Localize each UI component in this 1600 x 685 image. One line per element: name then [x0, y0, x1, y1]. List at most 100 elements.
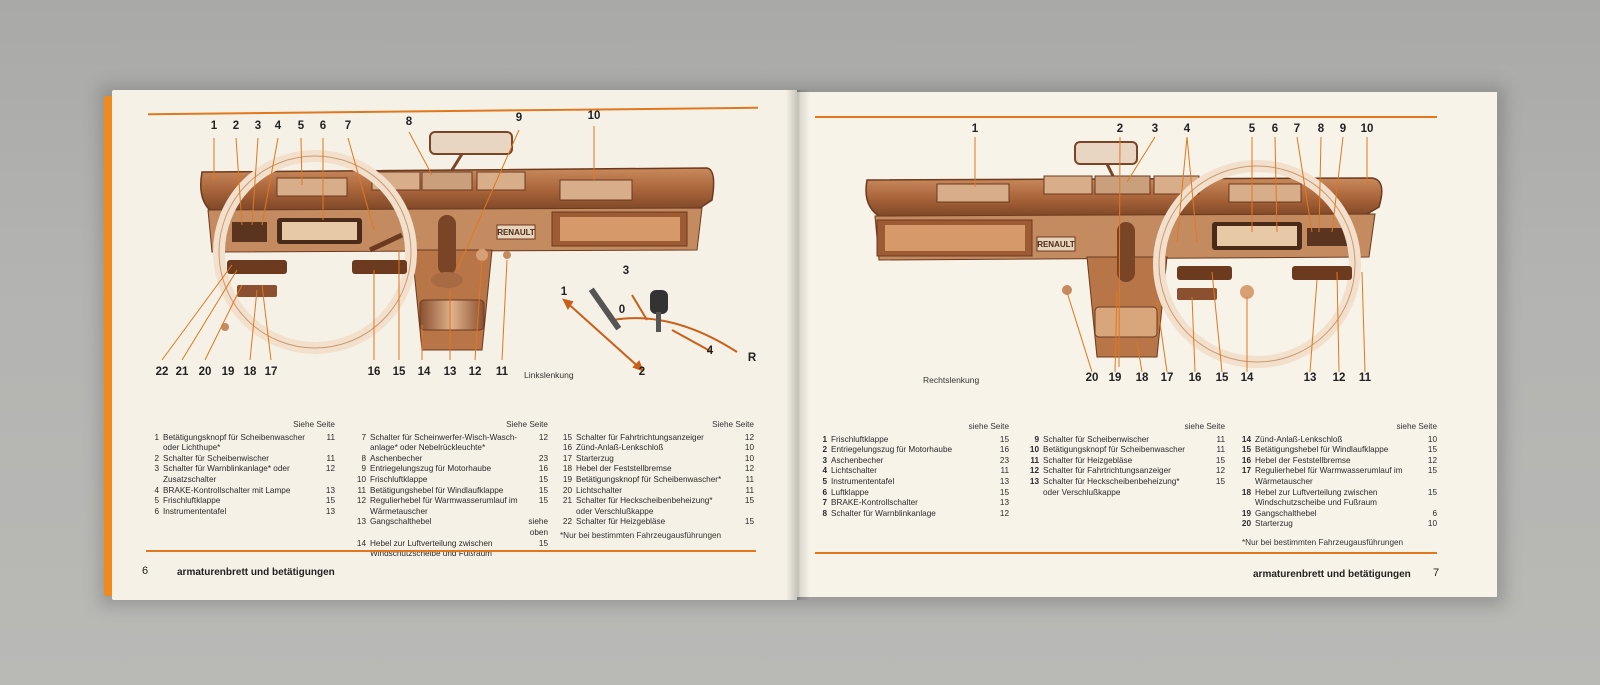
item-label: Schalter für Warnblinkanlage	[831, 508, 936, 518]
item-page: 23	[538, 453, 548, 463]
item-number: 3	[154, 464, 159, 474]
item-page: 11	[745, 485, 755, 495]
item-label: Gangschalthebel	[1255, 508, 1317, 518]
item-number: 3	[822, 455, 827, 465]
footer-title: armaturenbrett und betätigungen	[177, 567, 335, 578]
item-page: 15	[1215, 455, 1225, 465]
item-label: Hebel der Feststellbremse	[576, 464, 672, 474]
item-label: Schalter für Fahrtrichtungsanzeiger	[576, 432, 704, 442]
item-number: 12	[1029, 466, 1039, 476]
callout-number-18: 18	[243, 366, 257, 378]
item-number: 9	[1034, 434, 1039, 444]
item-number: 5	[822, 476, 827, 486]
item-label: Schalter für Scheinwerfer-Wisch-Wasch-an…	[370, 432, 518, 453]
item-label: Schalter für Scheibenwischer	[1043, 434, 1150, 444]
item-page: 12	[744, 464, 754, 474]
item-label: Hebel zur Luftverteilung zwischen Windsc…	[370, 538, 493, 559]
item-page: 12	[1427, 455, 1437, 465]
callout-number-5: 5	[297, 120, 305, 132]
callout-number-16: 16	[1188, 372, 1202, 384]
item-page: 11	[1000, 466, 1010, 476]
item-label: Starterzug	[1255, 519, 1293, 529]
item-label: Schalter für Scheibenwischer	[163, 453, 270, 463]
item-number: 14	[1241, 434, 1251, 444]
callout-number-2: 2	[232, 120, 240, 132]
callout-number-1: 1	[210, 120, 218, 132]
item-page: 16	[538, 464, 548, 474]
item-page: 15	[538, 538, 548, 548]
item-number: 10	[356, 474, 366, 484]
item-page: 16	[999, 445, 1009, 455]
item-page: 12	[1215, 466, 1225, 476]
item-number: 19	[1241, 508, 1251, 518]
item-label: Frischluftklappe	[831, 434, 889, 444]
item-label: Schalter für Heizgebläse	[1043, 455, 1133, 465]
item-number: 6	[822, 487, 827, 497]
callout-number-19: 19	[221, 366, 235, 378]
bottom-rule	[146, 550, 756, 552]
dashboard-illustration-rhd: RENAULT	[865, 136, 1383, 373]
item-page: 15	[538, 496, 548, 506]
footnote: *Nur bei bestimmten Fahrzeugausführungen	[560, 531, 722, 540]
gear-label-1: 1	[560, 286, 568, 298]
item-label: Starterzug	[576, 453, 614, 463]
callout-number-12: 12	[1332, 372, 1346, 384]
item-page: 12	[744, 432, 754, 442]
gear-label-3: 3	[622, 265, 630, 277]
callout-number-13: 13	[443, 366, 457, 378]
gear-label-4: 4	[706, 345, 714, 357]
item-page: 10	[1427, 434, 1437, 444]
item-page: 12	[325, 464, 335, 474]
caption-rhd: Rechtslenkung	[923, 375, 980, 385]
callout-number-15: 15	[392, 366, 406, 378]
item-label: Lichtschalter	[831, 466, 877, 476]
item-label: Schalter für Warnblinkanlage* oder Zusat…	[163, 464, 290, 484]
footer-title: armaturenbrett und betätigungen	[1253, 569, 1411, 580]
item-page: 15	[744, 517, 754, 527]
callout-number-11: 11	[495, 366, 509, 378]
item-page: 13	[999, 476, 1009, 486]
item-label: Betätigungsknopf für Scheibenwascher	[1043, 445, 1186, 455]
callout-number-14: 14	[1240, 372, 1254, 384]
callout-number-6: 6	[1271, 123, 1279, 135]
item-label: Entriegelungszug für Motorhaube	[831, 445, 953, 455]
callout-number-10: 10	[587, 110, 601, 122]
item-page: 15	[1427, 466, 1437, 476]
callout-number-16: 16	[367, 366, 381, 378]
item-page: 12	[538, 432, 548, 442]
callout-number-3: 3	[1151, 123, 1159, 135]
item-number: 1	[154, 432, 159, 442]
item-number: 20	[562, 485, 572, 495]
callout-number-8: 8	[405, 116, 413, 128]
item-number: 11	[357, 485, 367, 495]
item-page: 15	[999, 487, 1009, 497]
item-page: 10	[1427, 519, 1437, 529]
caption-lhd: Linkslenkung	[524, 370, 574, 380]
item-label: Frischluftklappe	[163, 496, 221, 506]
item-page: 13	[325, 485, 335, 495]
item-page: 15	[999, 434, 1009, 444]
item-number: 14	[356, 538, 366, 548]
legend-header: Siehe Seite	[506, 420, 548, 429]
callout-number-5: 5	[1248, 123, 1256, 135]
item-page: 12	[999, 508, 1009, 518]
gear-label-r: R	[747, 352, 757, 364]
item-page: 11	[326, 453, 336, 463]
